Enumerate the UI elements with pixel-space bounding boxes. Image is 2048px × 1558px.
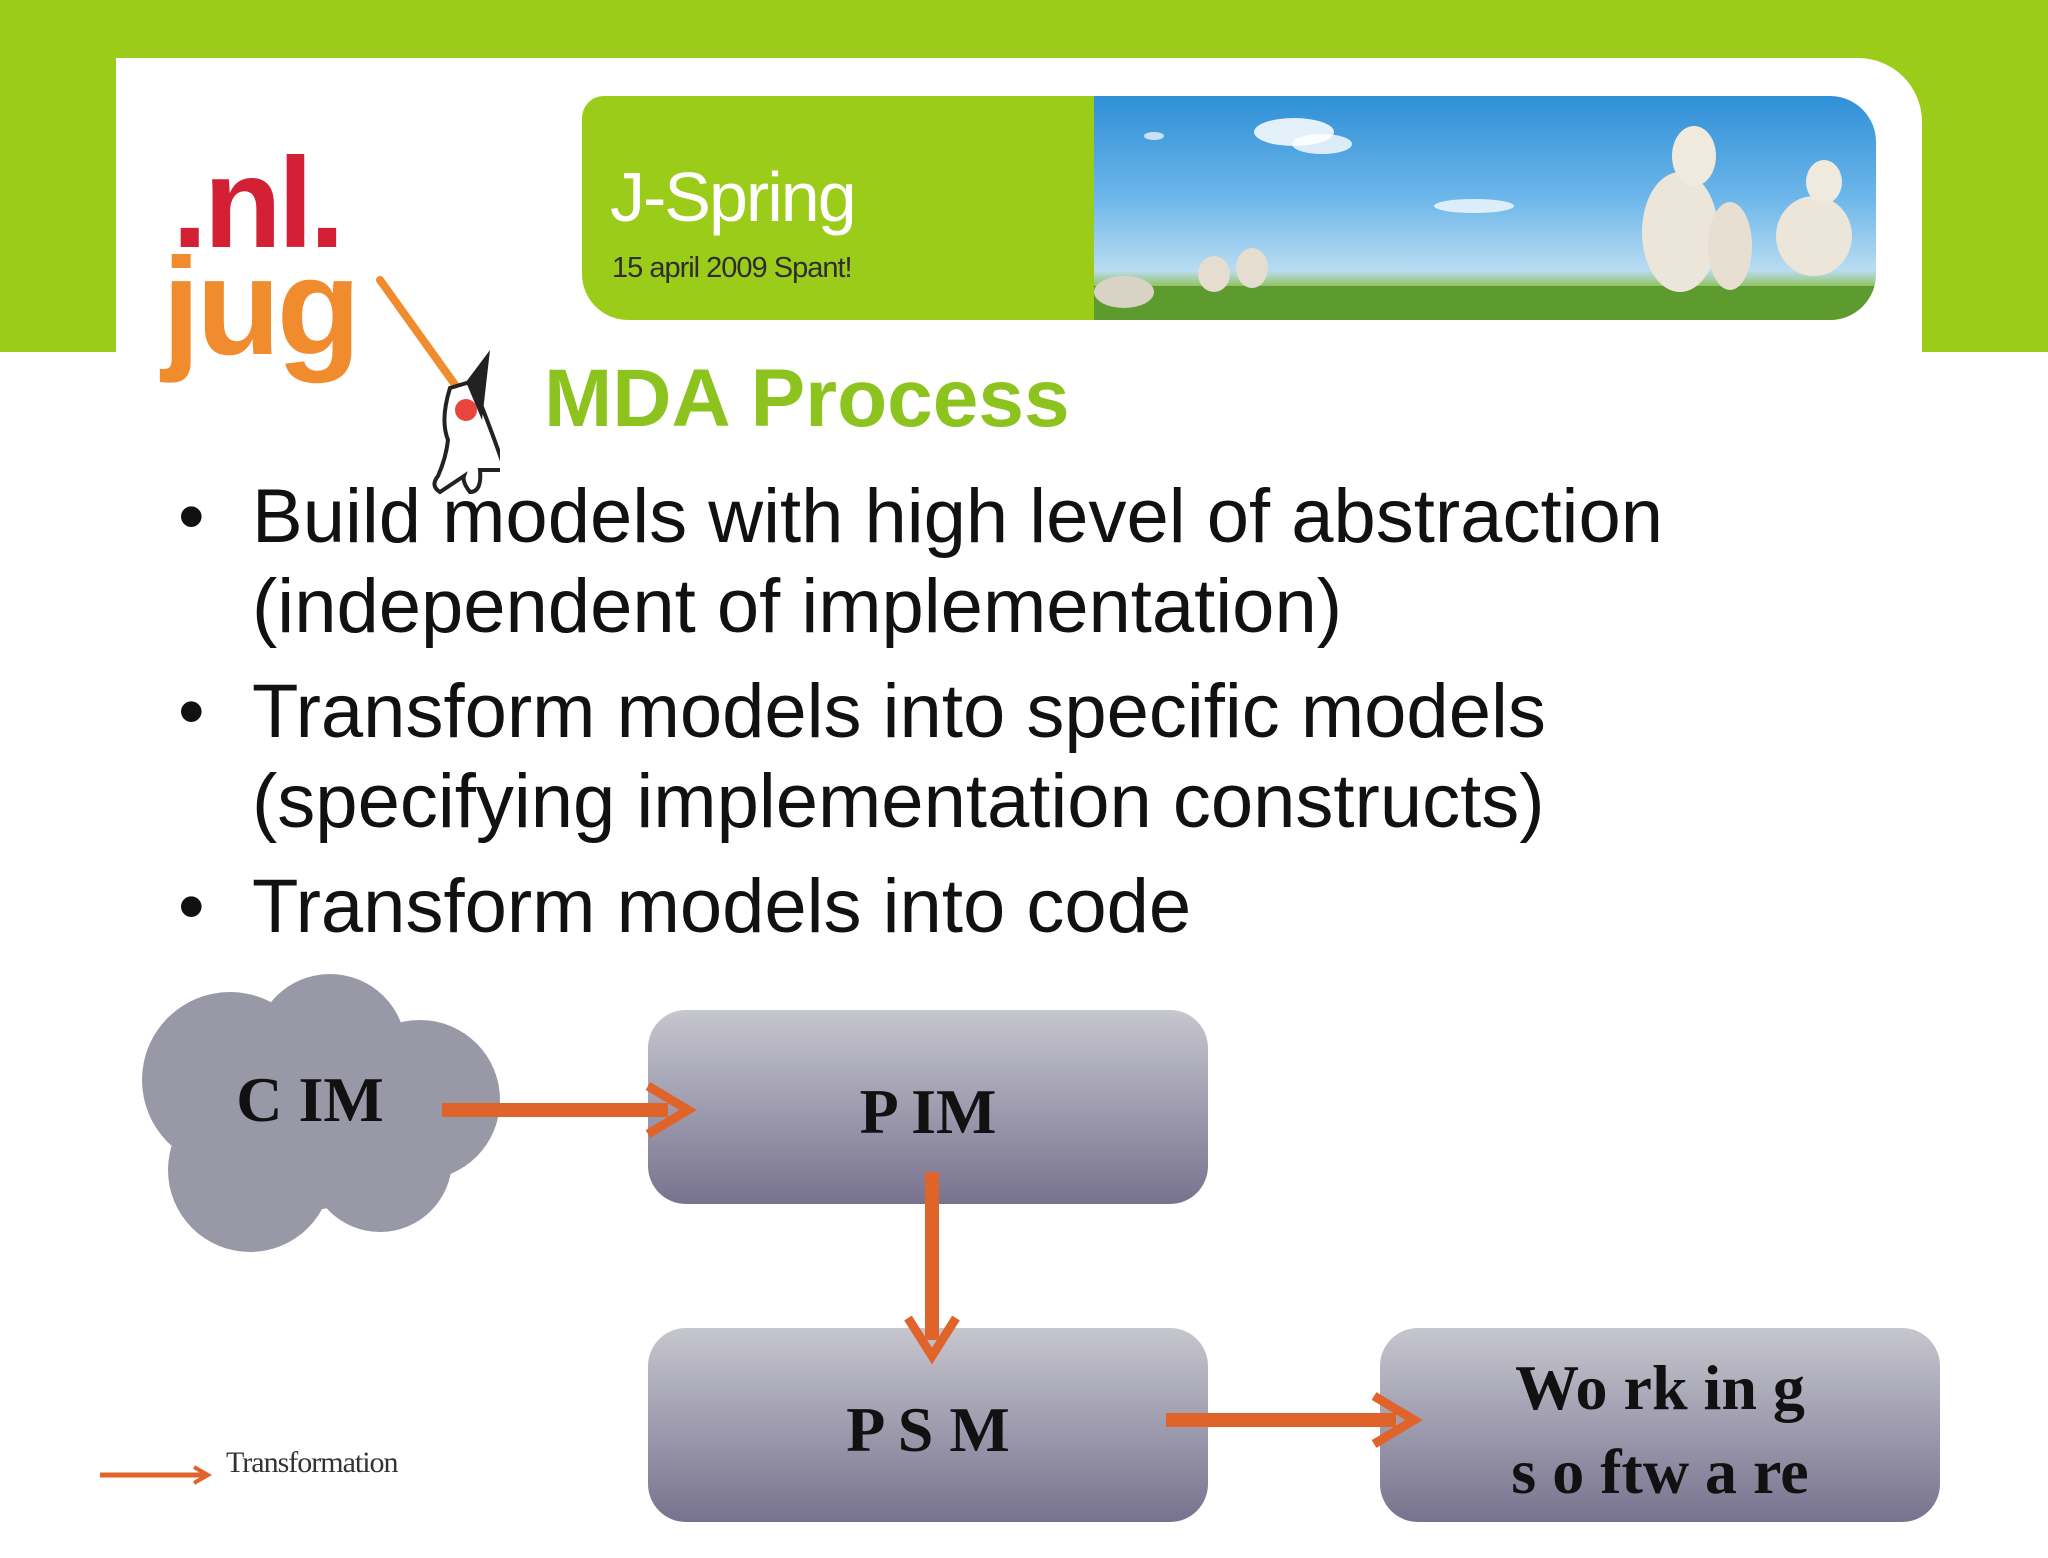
logo-line1: .nl. <box>172 132 345 275</box>
banner-subtitle: 15 april 2009 Spant! <box>612 252 853 284</box>
pim-label: P IM <box>859 1076 997 1147</box>
cim-label: C IM <box>236 1064 384 1135</box>
bullet-marker: • <box>178 474 205 559</box>
psm-box <box>648 1328 1208 1522</box>
pim-box <box>648 1010 1208 1204</box>
legend-arrow-icon <box>100 1465 213 1485</box>
bullet-marker: • <box>178 669 205 754</box>
nljug-logo: .nl. jug <box>150 132 550 495</box>
bullet-marker: • <box>178 864 205 949</box>
logo-line2: jug <box>162 230 361 384</box>
sheep-meadow-image <box>1094 118 1876 320</box>
working-software-label-line1: Wo rk in g <box>1515 1352 1805 1423</box>
psm-label: P S M <box>846 1394 1010 1465</box>
duke-mascot-icon <box>376 276 500 495</box>
bullet-text: Transform models into specific models <box>252 669 1546 754</box>
arrow-psm-working <box>1166 1392 1423 1448</box>
working-software-label-line2: s o ftw a re <box>1511 1436 1809 1507</box>
bullet-item: • Transform models into specific models … <box>172 667 1992 847</box>
bullet-item: • Transform models into code <box>172 862 1992 952</box>
arrow-cim-pim <box>442 1082 697 1138</box>
cim-cloud <box>142 974 500 1252</box>
banner-photo <box>1094 96 1876 320</box>
event-banner: J-Spring 15 april 2009 Spant! <box>582 96 1876 320</box>
bullet-text: (independent of implementation) <box>252 564 1343 649</box>
bullet-text: Transform models into code <box>252 864 1192 949</box>
arrow-pim-psm <box>904 1172 960 1365</box>
banner-title: J-Spring <box>610 158 857 236</box>
bullet-text: (specifying implementation constructs) <box>252 759 1545 844</box>
bullet-item: • Build models with high level of abstra… <box>172 472 1992 652</box>
bullet-list: • Build models with high level of abstra… <box>172 472 1992 967</box>
bullet-text: Build models with high level of abstract… <box>252 474 1663 559</box>
banner-green-panel <box>582 96 1094 320</box>
working-software-box <box>1380 1328 1940 1522</box>
slide-title: MDA Process <box>544 353 1070 444</box>
legend-label: Transformation <box>226 1446 399 1479</box>
